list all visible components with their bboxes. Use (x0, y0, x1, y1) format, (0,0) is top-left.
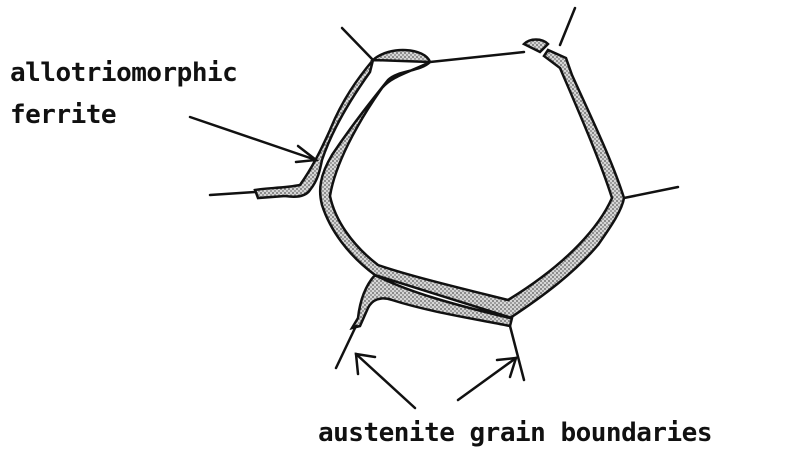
ferrite-arrow (190, 117, 316, 162)
label-austenite-grain-boundaries: austenite grain boundaries (318, 418, 712, 448)
ferrite-layer (255, 40, 624, 329)
label-allotriomorphic: allotriomorphic (10, 58, 237, 88)
label-ferrite: ferrite (10, 100, 116, 130)
boundary-arrow-right (458, 358, 516, 400)
boundary-arrow-left (356, 354, 415, 408)
